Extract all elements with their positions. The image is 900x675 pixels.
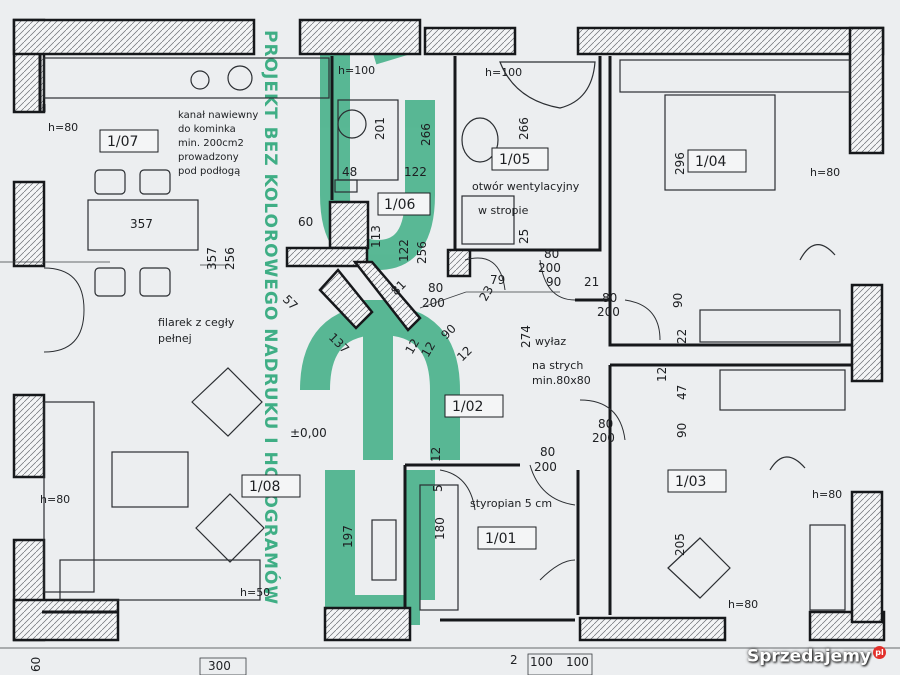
note-kanal-1: kanał nawiewny bbox=[178, 110, 258, 121]
door-80-d: 80 bbox=[598, 417, 613, 431]
room-label-1-05: 1/05 bbox=[499, 152, 530, 168]
furniture bbox=[43, 57, 851, 611]
dim-21: 21 bbox=[584, 275, 599, 289]
dim-23: 23 bbox=[476, 283, 496, 303]
dim-205: 205 bbox=[673, 533, 687, 556]
note-filarek-2: pełnej bbox=[158, 332, 192, 345]
dim-90-d: 90 bbox=[675, 423, 689, 438]
room-label-1-02: 1/02 bbox=[452, 399, 483, 415]
dim-201: 201 bbox=[373, 117, 387, 140]
brand-suffix: pl bbox=[873, 646, 886, 660]
door-200-b: 200 bbox=[597, 305, 620, 319]
height-h80-left: h=80 bbox=[48, 121, 78, 134]
note-filarek-1: filarek z cegły bbox=[158, 316, 235, 329]
door-80-e: 80 bbox=[540, 445, 555, 459]
note-kanal-5: pod podłogą bbox=[178, 166, 240, 177]
note-wylaz-2: na strych bbox=[532, 359, 583, 372]
note-kanal-3: min. 200cm2 bbox=[178, 138, 244, 149]
dim-5: 5 bbox=[431, 484, 445, 492]
door-200-c: 200 bbox=[422, 296, 445, 310]
dim-12-a: 12 bbox=[402, 336, 422, 356]
room-label-1-08: 1/08 bbox=[249, 479, 280, 495]
door-200-a: 200 bbox=[538, 261, 561, 275]
dim-296: 296 bbox=[673, 152, 687, 175]
height-h80-lower-left: h=80 bbox=[40, 493, 70, 506]
dim-197: 197 bbox=[341, 525, 355, 548]
height-h100-kitchen: h=100 bbox=[338, 64, 375, 77]
note-otwor-2: w stropie bbox=[478, 204, 529, 217]
dim-256-vertical: 256 bbox=[223, 247, 237, 270]
dim-357-table: 357 bbox=[130, 217, 153, 231]
room-labels bbox=[99, 129, 747, 550]
brand-name: Sprzedajemy bbox=[746, 647, 871, 667]
dim-113: 113 bbox=[369, 225, 383, 248]
dim-22: 22 bbox=[675, 329, 689, 344]
interior-walls bbox=[38, 54, 852, 622]
note-kanal-2: do kominka bbox=[178, 124, 236, 135]
dim-122-a: 122 bbox=[404, 165, 427, 179]
dim-90-b: 90 bbox=[671, 293, 685, 308]
door-80-c: 80 bbox=[428, 281, 443, 295]
note-kanal-4: prowadzony bbox=[178, 152, 239, 163]
door-200-e: 200 bbox=[534, 460, 557, 474]
dim-60: 60 bbox=[298, 215, 313, 229]
door-80-a: 80 bbox=[544, 247, 559, 261]
note-otwor-1: otwór wentylacyjny bbox=[472, 180, 580, 193]
chimney-block bbox=[285, 200, 472, 332]
note-styropian: styropian 5 cm bbox=[470, 497, 552, 510]
room-label-1-03: 1/03 bbox=[675, 474, 706, 490]
dim-12-c: 12 bbox=[454, 343, 475, 364]
dim-12-d: 12 bbox=[655, 367, 669, 382]
height-h80-bottom: h=80 bbox=[728, 598, 758, 611]
door-200-d: 200 bbox=[592, 431, 615, 445]
height-h80-r104: h=80 bbox=[810, 166, 840, 179]
dimension-lines bbox=[0, 261, 900, 649]
dim-2: 2 bbox=[510, 653, 518, 667]
dim-25: 25 bbox=[517, 229, 531, 244]
dim-100-b: 100 bbox=[566, 655, 589, 669]
note-wylaz-1: wyłaz bbox=[535, 335, 566, 348]
dim-122-b: 122 bbox=[397, 239, 411, 262]
dim-180: 180 bbox=[433, 517, 447, 540]
dim-47: 47 bbox=[675, 385, 689, 400]
dim-357-vertical: 357 bbox=[205, 247, 219, 270]
dim-48: 48 bbox=[342, 165, 357, 179]
height-h100-bath: h=100 bbox=[485, 66, 522, 79]
dim-12-b: 12 bbox=[418, 339, 438, 359]
door-80-b: 80 bbox=[602, 291, 617, 305]
height-h80-r103: h=80 bbox=[812, 488, 842, 501]
dim-12-e: 12 bbox=[429, 447, 443, 462]
height-h50: h=50 bbox=[240, 586, 270, 599]
bottom-footing bbox=[199, 653, 593, 675]
dim-79: 79 bbox=[490, 273, 505, 287]
dim-300: 300 bbox=[208, 659, 231, 673]
dim-266-b: 266 bbox=[517, 117, 531, 140]
dim-60-bottom: 60 bbox=[29, 657, 43, 672]
dim-100-a: 100 bbox=[530, 655, 553, 669]
room-label-1-06: 1/06 bbox=[384, 197, 416, 213]
dim-266-a: 266 bbox=[419, 123, 433, 146]
dim-256-b: 256 bbox=[415, 241, 429, 264]
room-label-1-07: 1/07 bbox=[107, 134, 138, 150]
dim-90-a: 90 bbox=[546, 275, 561, 289]
watermark-vertical-text: PROJEKT BEZ KOLOROWEGO NADRUKU I HOLOGRA… bbox=[260, 30, 282, 605]
dim-274: 274 bbox=[519, 325, 533, 348]
dim-57: 57 bbox=[280, 292, 301, 313]
note-wylaz-3: min.80x80 bbox=[532, 374, 591, 387]
room-label-1-01: 1/01 bbox=[485, 531, 516, 547]
room-label-1-04: 1/04 bbox=[695, 154, 727, 170]
door-swings bbox=[43, 257, 661, 581]
exterior-walls bbox=[12, 18, 886, 642]
level-mark: ±0,00 bbox=[290, 426, 327, 440]
